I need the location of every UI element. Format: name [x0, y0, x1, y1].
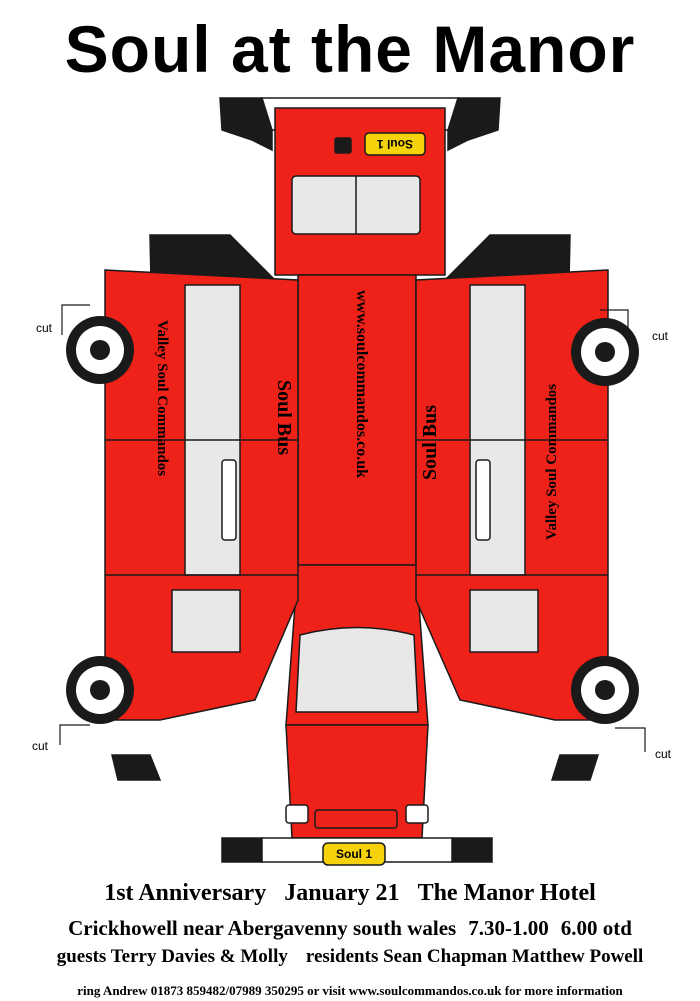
right-bottom-wheel — [571, 656, 639, 724]
cut-label: cut — [652, 329, 669, 343]
rear-number-plate — [364, 132, 426, 156]
left-side-commandos-text: Valley Soul Commandos — [154, 320, 170, 476]
cut-label: cut — [655, 747, 672, 761]
left-top-wheel — [66, 316, 134, 384]
left-bottom-wheel — [66, 656, 134, 724]
residents-text: residents Sean Chapman Matthew Powell — [305, 946, 644, 967]
venue-text: The Manor Hotel — [417, 880, 596, 906]
price-text: 6.00 otd — [560, 916, 632, 940]
left-side-panel — [104, 234, 299, 781]
right-side-panel — [415, 234, 609, 781]
guests-text: guests Terry Davies & Molly — [56, 946, 288, 967]
right-side-commandos-text: Valley Soul Commandos — [544, 384, 560, 540]
left-soul-bus-text: Soul Bus — [273, 380, 295, 455]
rear-plate-text: Soul 1 — [377, 137, 413, 151]
poster-title: Soul at the Manor — [64, 12, 636, 86]
cut-label: cut — [32, 739, 49, 753]
location-text: Crickhowell near Abergavenny south wales — [68, 916, 457, 940]
windscreen — [295, 626, 419, 713]
times-text: 7.30-1.00 — [468, 916, 549, 940]
front-plate-text: Soul 1 — [336, 847, 372, 861]
right-soul-bus-text: Soul Bus — [419, 405, 441, 480]
footer-line-1: 1st Anniversary January 21 The Manor Hotel — [0, 880, 700, 907]
roof-website-text: www.soulcommandos.co.uk — [353, 290, 370, 478]
footer-line-3: guests Terry Davies & Molly residents Sea… — [0, 946, 700, 968]
right-top-wheel — [571, 318, 639, 386]
anniversary-text: 1st Anniversary — [104, 880, 267, 906]
cut-label: cut — [36, 321, 53, 335]
footer-line-2: Crickhowell near Abergavenny south wales… — [0, 916, 700, 941]
rear-light — [334, 137, 352, 154]
footer-contact-line: ring Andrew 01873 859482/07989 350295 or… — [77, 983, 623, 998]
front-number-plate — [322, 842, 386, 866]
date-text: January 21 — [284, 880, 400, 906]
front-grille — [314, 809, 398, 829]
papercraft-bus-template: cut cut cut cut Soul 1 Soul 1 www.soulco… — [32, 97, 672, 866]
